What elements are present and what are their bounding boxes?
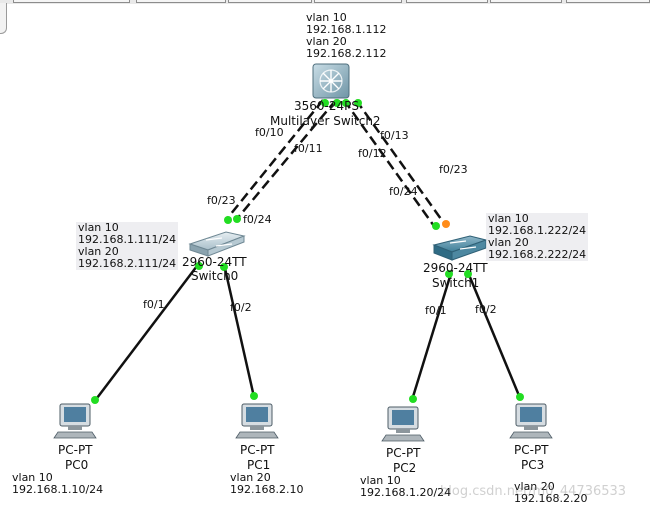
link-status-dots (91, 99, 524, 404)
port-label: f0/2 (230, 301, 252, 314)
port-label: f0/1 (143, 298, 165, 311)
pc0-info: vlan 10 192.168.1.10/24 (12, 472, 103, 496)
pc2-info: vlan 10 192.168.1.20/24 (360, 475, 451, 499)
top-toolbar-strip (0, 0, 650, 4)
status-dot-up (342, 99, 350, 107)
info-line: 192.168.2.20 (514, 492, 588, 505)
info-line: vlan 10 (360, 474, 401, 487)
status-dot-up (409, 395, 417, 403)
pc3-model-label: PC-PT (514, 443, 549, 457)
toolbar-segment (490, 0, 562, 3)
status-dot-blocked (442, 220, 450, 228)
status-dot-up (432, 222, 440, 230)
port-label: f0/24 (389, 185, 418, 198)
pc0-model-label: PC-PT (58, 443, 93, 457)
toolbar-segment (314, 0, 402, 3)
trunk-links (225, 99, 448, 227)
pc1-name-label[interactable]: PC1 (247, 458, 271, 472)
info-line: 192.168.1.111/24 (78, 233, 177, 246)
link-ms2-sw1-a[interactable] (342, 99, 436, 227)
link-sw1-pc3[interactable] (465, 269, 522, 399)
link-sw0-pc1[interactable] (222, 263, 256, 398)
sw0-info: vlan 10 192.168.1.111/24 vlan 20 192.168… (76, 221, 179, 270)
ms2-info: vlan 10 192.168.1.112 vlan 20 192.168.2.… (306, 12, 386, 60)
port-label: f0/2 (475, 303, 497, 316)
info-line: vlan 20 (514, 480, 555, 493)
pc2-model-label: PC-PT (386, 446, 421, 460)
toolbar-segment (406, 0, 488, 3)
info-line: vlan 20 (230, 471, 271, 484)
toolbar-segment (13, 0, 130, 3)
info-line: vlan 20 (78, 245, 119, 258)
switch1-icon[interactable] (432, 235, 488, 261)
info-line: 192.168.1.112 (306, 23, 387, 36)
pc1-icon[interactable] (235, 403, 279, 439)
sw1-model-label: 2960-24TT (423, 261, 488, 275)
info-line: 192.168.2.111/24 (78, 257, 177, 270)
pc1-model-label: PC-PT (240, 443, 275, 457)
status-dot-up (445, 270, 453, 278)
ms2-model-label: 3560-24PS (294, 99, 359, 113)
port-label: f0/23 (439, 163, 468, 176)
status-dot-up (354, 99, 362, 107)
status-dot-up (516, 393, 524, 401)
watermark-text: blog.csdn.net/m0_44736533 (440, 484, 627, 499)
info-line: vlan 20 (306, 35, 347, 48)
port-label: f0/13 (380, 129, 409, 142)
switch0-icon[interactable] (188, 231, 246, 257)
info-line: 192.168.2.10 (230, 483, 304, 496)
pc0-icon[interactable] (53, 403, 97, 439)
port-label: f0/10 (255, 126, 284, 139)
link-ms2-sw0-a[interactable] (225, 99, 324, 221)
link-ms2-sw0-b[interactable] (235, 99, 337, 221)
ms2-name-label[interactable]: Multilayer Switch2 (270, 114, 381, 128)
port-label: f0/11 (294, 142, 323, 155)
status-dot-up (250, 392, 258, 400)
status-dot-up (224, 216, 232, 224)
info-line: 192.168.2.222/24 (488, 248, 587, 261)
status-dot-up (321, 99, 329, 107)
toolbar-segment (136, 0, 226, 3)
access-links (93, 261, 522, 403)
link-sw1-pc2[interactable] (410, 269, 454, 401)
pc2-name-label[interactable]: PC2 (393, 461, 417, 475)
toolbar-segment (228, 0, 312, 3)
info-line: vlan 20 (488, 236, 529, 249)
info-line: vlan 10 (12, 471, 53, 484)
port-label: f0/1 (425, 304, 447, 317)
port-label: f0/12 (358, 147, 387, 160)
sw0-model-label: 2960-24TT (182, 255, 247, 269)
info-line: 192.168.1.10/24 (12, 483, 104, 496)
info-line: 192.168.2.112 (306, 47, 387, 60)
link-sw0-pc0[interactable] (93, 261, 201, 403)
port-label: f0/24 (243, 213, 272, 226)
pc1-info: vlan 20 192.168.2.10 (230, 472, 303, 496)
sw1-info: vlan 10 192.168.1.222/24 vlan 20 192.168… (486, 212, 589, 261)
info-line: vlan 10 (488, 212, 529, 225)
status-dot-up (464, 270, 472, 278)
info-line: 192.168.1.20/24 (360, 486, 452, 499)
status-dot-up (220, 263, 228, 271)
status-dot-up (333, 99, 341, 107)
info-line: vlan 10 (306, 11, 347, 24)
pc3-icon[interactable] (509, 403, 553, 439)
pc3-info: vlan 20 192.168.2.20 (514, 481, 587, 505)
link-ms2-sw1-b[interactable] (354, 99, 448, 227)
sw1-name-label[interactable]: Switch1 (432, 276, 480, 290)
multilayer-switch-icon[interactable] (312, 63, 350, 99)
pc0-name-label[interactable]: PC0 (65, 458, 89, 472)
status-dot-up (91, 396, 99, 404)
info-line: vlan 10 (78, 221, 119, 234)
sw0-name-label[interactable]: Switch0 (191, 269, 239, 283)
port-label: f0/23 (207, 194, 236, 207)
status-dot-up (233, 215, 241, 223)
pc2-icon[interactable] (381, 406, 425, 442)
status-dot-up (195, 262, 203, 270)
info-line: 192.168.1.222/24 (488, 224, 587, 237)
pc3-name-label[interactable]: PC3 (521, 458, 545, 472)
